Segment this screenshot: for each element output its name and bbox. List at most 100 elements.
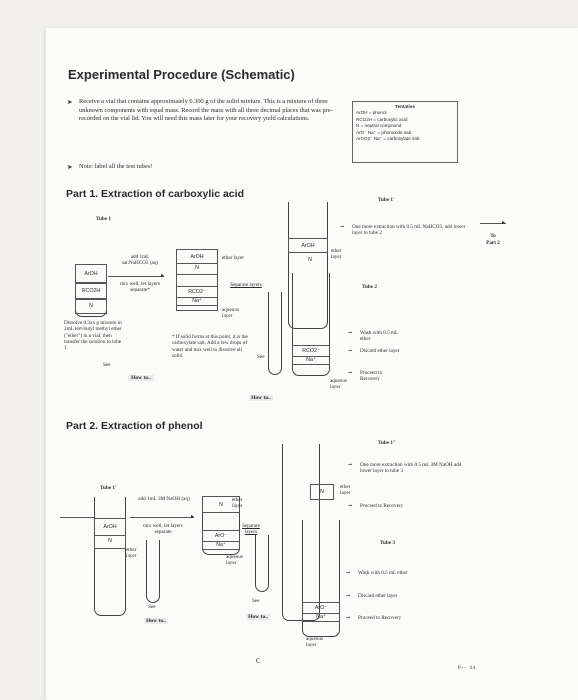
bullet-note-label: Note: label all the test tubes!	[79, 163, 153, 170]
part1-to-part2-arrow	[480, 223, 506, 224]
part2-wash-step: Wash with 0.5 mL ether	[358, 570, 408, 576]
part2-incoming-arrow	[60, 517, 94, 518]
part2-tube3-label: Tube 3	[380, 540, 395, 546]
part1-t2-aqueous-label: aqueous layer	[330, 378, 347, 391]
part1-dissolve-text: Dissolve 0.3xx g mixture in 2mL tert-but…	[64, 320, 122, 352]
arrow-right-icon: ▸	[161, 273, 165, 279]
arrow-right-icon: ➞	[348, 370, 353, 376]
part2-add-naoh-text: add 1mL 3M NaOH (aq)	[138, 496, 190, 502]
part1-mixed-aroh: ArOH	[176, 249, 218, 264]
part1-tube1prime-label: Tube 1'	[378, 197, 395, 203]
part2-t3-aqueous-label: aqueous layer	[306, 636, 323, 649]
bullet-arrow-icon: ➤	[67, 164, 73, 171]
part2-t1dbl-neutral: N	[310, 484, 334, 500]
part2-see-label-2: See	[252, 598, 260, 604]
part1-see-label-1: See	[103, 362, 111, 368]
part1-tube2	[292, 273, 330, 376]
part2-proceed-step-2: Proceed to Recovery	[358, 615, 402, 621]
legend-key-line: RCO2H = carboxylic acid	[356, 116, 408, 122]
part1-part2-label: Part 2	[486, 240, 500, 246]
arrow-right-icon: ➞	[346, 570, 351, 576]
part2-arrow-line	[130, 517, 194, 518]
part2-discard-step: Discard ether layer	[358, 593, 398, 599]
arrow-right-icon: ➞	[340, 224, 345, 230]
part1-t1p-neutral: N	[308, 257, 312, 263]
part1-heading: Part 1. Extraction of carboxylic acid	[66, 188, 244, 200]
part1-tube1-rco2h: RCO2H	[75, 282, 107, 300]
bullet-receive-vial: Receive a vial that contains approximate…	[79, 98, 333, 123]
part2-proceed-step-1: Proceed to Recovery	[360, 503, 404, 509]
part2-mixed-neutral: N	[202, 496, 240, 513]
page-mark: C	[256, 657, 261, 665]
part2-one-more-extraction: One more extraction with 0.5 mL 3M NaOH …	[360, 462, 462, 475]
arrow-right-icon: ➞	[346, 593, 351, 599]
part2-heading: Part 2. Extraction of phenol	[66, 420, 203, 432]
legend-key-line: ArO⁻ Na⁺ = phenoxide salt	[356, 129, 412, 135]
part2-tube3	[302, 520, 340, 637]
part2-empty-tube-2	[255, 535, 269, 592]
part2-tube1dbl	[282, 444, 320, 621]
part2-tube1prime	[94, 497, 126, 616]
part2-mixed-aro-anion: ArO⁻	[202, 530, 240, 542]
part2-see-label-1: See	[148, 604, 156, 610]
legend-key-line: ArOH = phenol	[356, 110, 387, 116]
part2-t1dbl-ether-label: ether layer	[340, 484, 351, 497]
part2-t3-sodium: Na⁺	[302, 612, 340, 622]
part2-tube1dbl-label: Tube 1"	[378, 440, 396, 446]
part1-see-label-2: See	[257, 354, 265, 360]
page-number-label: P-- 44	[458, 666, 477, 671]
part1-tube1-neutral: N	[75, 298, 107, 314]
part1-mixed-sodium: Na⁺	[176, 296, 218, 306]
part2-mixed-tube	[202, 496, 240, 555]
part2-tube-neutral: N	[94, 534, 126, 549]
part2-ether-layer-label: ether layer	[126, 547, 137, 560]
part2-how-to-link-1[interactable]: How to..	[144, 618, 168, 624]
part1-solid-note: * If solid forms at this point, it is th…	[172, 334, 248, 359]
part2-t3-aro-anion: ArO⁻	[302, 602, 340, 614]
part2-separate-layers: Separate layers	[242, 523, 260, 536]
arrow-right-icon: ➞	[346, 615, 351, 621]
part1-how-to-link-1[interactable]: How to..	[128, 375, 154, 381]
arrow-right-icon: ➞	[348, 330, 353, 336]
part2-how-to-link-2[interactable]: How to..	[246, 614, 270, 620]
part1-to-label: To	[490, 233, 496, 239]
part1-mixed-rco2-anion: RCO2⁻	[176, 286, 218, 298]
part2-top-ether-label: ether layer	[232, 497, 243, 510]
part1-empty-tube	[268, 292, 282, 375]
part1-ether-layer-label: ether layer	[222, 255, 245, 261]
legend-key-line: N = neutral compound	[356, 123, 402, 129]
part1-t1p-ether-label: ether layer	[331, 248, 342, 261]
part1-mix-text: mix well, let layers separate*	[120, 281, 160, 294]
part1-discard-step: Discard ether layer	[360, 348, 400, 354]
part1-proceed-step: Proceed to Recovery	[360, 370, 383, 383]
arrow-right-icon: ▸	[502, 220, 506, 226]
part1-wash-step: Wash with 0.5 mL ether	[360, 330, 399, 343]
part1-tube2-label: Tube 2	[362, 284, 377, 290]
arrow-right-icon: ▸	[191, 514, 195, 520]
legend-key-title: Tentative	[395, 104, 415, 109]
part1-how-to-link-2[interactable]: How to..	[249, 395, 273, 401]
part1-t1p-aroh: ArOH	[288, 238, 328, 253]
part2-mixed-sodium: Na⁺	[202, 540, 240, 550]
part1-add-nahco3-text: add 1mL sat.NaHCO3 (aq)	[121, 254, 159, 267]
part1-arrow-line	[108, 276, 164, 277]
part1-tube1prime	[288, 202, 328, 329]
part1-t2-rco2-anion: RCO2⁻	[292, 345, 330, 357]
part2-tube-aroh: ArOH	[94, 518, 126, 536]
part2-mix-text: mix well, let layers separate	[143, 523, 183, 536]
part1-t2-sodium: Na⁺	[292, 355, 330, 365]
part1-separate-layers: Separate layers	[230, 282, 262, 288]
bullet-arrow-icon: ➤	[67, 99, 73, 106]
part2-aqueous-layer-label: aqueous layer	[226, 554, 243, 567]
part1-one-more-extraction: One more extraction with 0.5 mL NaHCO3, …	[352, 224, 466, 237]
part1-mixed-neutral: N	[176, 262, 218, 275]
arrow-right-icon: ➞	[348, 348, 353, 354]
part2-tube1prime-label: Tube 1'	[100, 485, 117, 491]
arrow-right-icon: ➞	[348, 462, 353, 468]
part1-tube1-aroh: ArOH	[75, 264, 107, 284]
part1-aqueous-layer-label: aqueous layer	[222, 307, 239, 320]
legend-key-line: ArCO2⁻ Na⁺ = carboxylate salt	[356, 136, 420, 142]
page-title: Experimental Procedure (Schematic)	[68, 67, 295, 82]
arrow-right-icon: ➞	[348, 503, 353, 509]
legend-key-box: Tentative ArOH = phenol RCO2H = carboxyl…	[352, 101, 458, 163]
